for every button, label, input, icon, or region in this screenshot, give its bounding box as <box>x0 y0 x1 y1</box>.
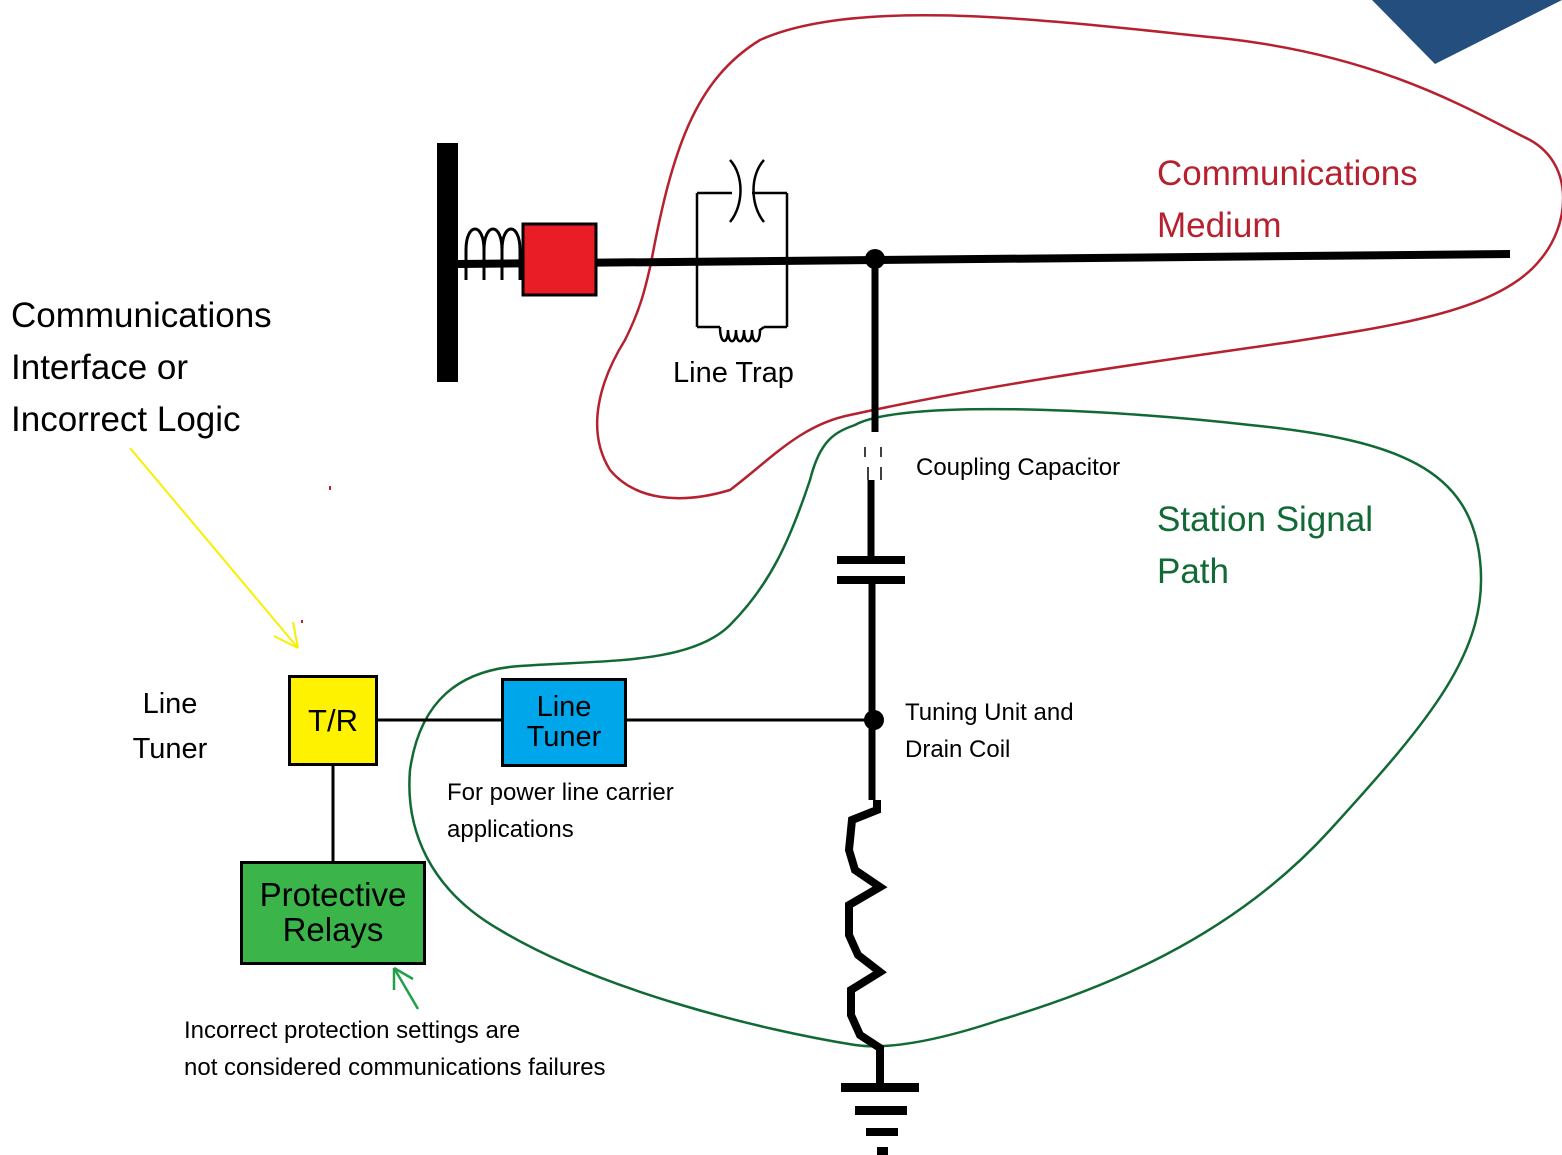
corner-shape <box>1372 0 1562 64</box>
yellow-arrow <box>129 447 299 649</box>
ground-icon <box>841 1083 919 1155</box>
tuning-unit-line1: Tuning Unit and <box>905 699 1074 726</box>
line-tuner-left-line2: Tuner <box>132 733 208 765</box>
line-trap-icon <box>695 159 789 343</box>
stray-mark-2 <box>301 620 303 623</box>
coupling-capacitor-label: Coupling Capacitor <box>916 454 1121 481</box>
plc-note-label: For power line carrier applications <box>447 774 674 848</box>
line-tuner-box-line2: Tuner <box>526 720 602 753</box>
station-signal-path-loop <box>408 407 1483 1048</box>
comm-interface-line1: Communications <box>11 296 272 335</box>
comm-interface-label: Communications Interface or Incorrect Lo… <box>11 290 272 446</box>
plc-note-line1: For power line carrier <box>447 779 674 806</box>
communications-medium-line2: Medium <box>1157 206 1282 245</box>
line-trap-label: Line Trap <box>673 357 794 389</box>
communications-medium-loop <box>595 13 1562 500</box>
line-tuner-box-line1: Line <box>536 690 592 723</box>
line-tuner-box: Line Tuner <box>501 678 627 767</box>
communications-medium-line1: Communications <box>1157 154 1418 193</box>
protective-relays-box: Protective Relays <box>240 861 426 965</box>
comm-interface-line3: Incorrect Logic <box>11 400 241 439</box>
stray-mark <box>329 486 331 490</box>
green-arrow <box>392 966 420 1010</box>
line-tuner-left-label: Line Tuner <box>120 682 220 772</box>
protection-note-line2: not considered communications failures <box>184 1054 606 1081</box>
circuit-breaker-icon <box>521 222 598 297</box>
tr-label: T/R <box>308 702 358 738</box>
protection-note-line1: Incorrect protection settings are <box>184 1017 521 1044</box>
line-tuner-left-line1: Line <box>142 688 198 720</box>
relays-line2: Relays <box>282 911 384 948</box>
current-transformer-icon <box>464 227 522 280</box>
station-signal-path-label: Station Signal Path <box>1157 494 1373 598</box>
communications-medium-label: Communications Medium <box>1157 148 1418 252</box>
transmission-line <box>457 250 1511 268</box>
station-signal-path-line1: Station Signal <box>1157 500 1373 539</box>
tr-box: T/R <box>288 675 378 766</box>
plc-note-line2: applications <box>447 816 574 843</box>
tuning-unit-line2: Drain Coil <box>905 736 1011 763</box>
bus-bar-icon <box>437 143 458 382</box>
tuning-unit-label: Tuning Unit and Drain Coil <box>905 694 1074 768</box>
coupling-gap-marks <box>864 447 882 480</box>
protection-note-label: Incorrect protection settings are not co… <box>184 1012 606 1086</box>
station-signal-path-line2: Path <box>1157 552 1229 591</box>
capacitor-icon <box>837 556 905 584</box>
comm-interface-line2: Interface or <box>11 348 189 387</box>
relays-line1: Protective <box>259 876 407 914</box>
drain-coil-icon <box>844 800 888 1084</box>
